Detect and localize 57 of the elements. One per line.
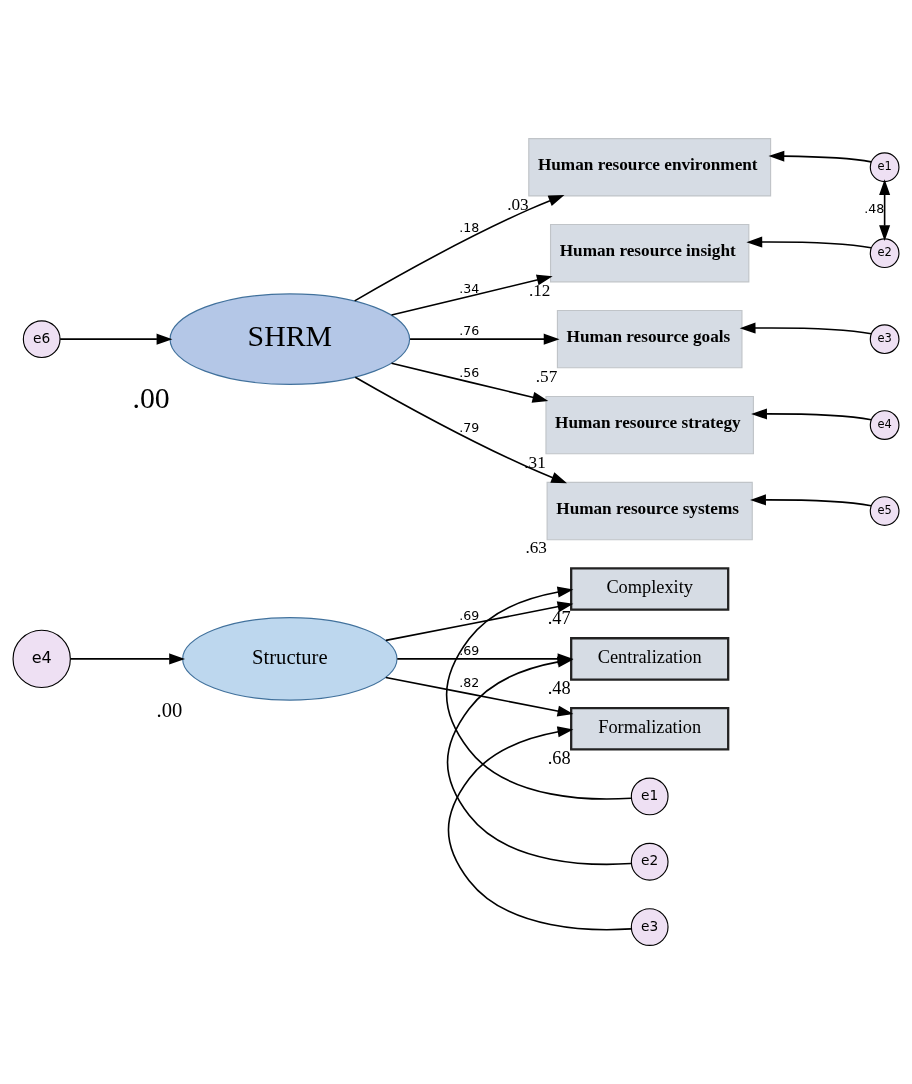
node-circle: e2	[630, 842, 669, 881]
node-label: .00	[132, 381, 170, 415]
arrow	[69, 653, 185, 665]
edge-label: .82	[459, 675, 480, 691]
node-label: .03	[507, 194, 529, 214]
edge-label: .79	[459, 419, 480, 435]
arrow	[768, 150, 872, 163]
arrow	[409, 333, 560, 345]
node-box: Centralization	[570, 637, 730, 681]
node-circle: e4	[12, 629, 71, 689]
node-circle: e3	[869, 324, 900, 355]
arrow	[445, 586, 632, 800]
node-label: .47	[547, 608, 571, 629]
node-box: Human resource environment	[528, 138, 772, 197]
node-circle: e1	[630, 777, 669, 816]
edge-label: .34	[459, 281, 480, 297]
edge-label: .18	[459, 220, 480, 236]
node-label: .57	[535, 366, 558, 386]
arrow	[354, 376, 568, 484]
arrow	[751, 408, 873, 421]
node-box: Complexity	[570, 567, 730, 611]
edge-label: .69	[459, 607, 480, 623]
node-ellipse: Structure	[182, 617, 398, 701]
node-circle: e6	[22, 320, 61, 359]
arrow	[739, 322, 873, 335]
node-label: .12	[528, 280, 551, 300]
node-circle: e4	[869, 410, 900, 440]
node-label: .31	[524, 452, 546, 472]
edge-label: .48	[864, 201, 885, 217]
arrow	[353, 195, 565, 302]
node-box: Human resource strategy	[545, 395, 754, 455]
node-circle: e5	[869, 496, 900, 526]
edge-label: .76	[459, 323, 480, 339]
arrow	[59, 333, 173, 345]
arrow	[447, 726, 632, 931]
node-box: Human resource systems	[546, 481, 753, 541]
arrow	[390, 274, 553, 316]
node-circle: e1	[869, 152, 900, 183]
node-box: Human resource goals	[556, 309, 743, 369]
node-box: Formalization	[570, 707, 730, 751]
arrow	[385, 601, 574, 642]
node-label: .48	[547, 678, 571, 699]
arrow	[879, 179, 891, 242]
node-ellipse: SHRM	[169, 293, 411, 385]
node-box: Human resource insight	[549, 223, 750, 283]
arrow	[385, 676, 574, 717]
node-circle: e3	[630, 908, 669, 946]
edge-label: .69	[459, 643, 480, 659]
node-circle: e2	[869, 238, 900, 269]
arrow	[750, 494, 872, 507]
edge-label: .56	[459, 364, 480, 380]
node-label: .00	[156, 698, 183, 721]
node-label: .68	[547, 748, 571, 769]
arrow	[446, 656, 632, 866]
arrow	[390, 362, 549, 403]
arrow	[746, 236, 872, 249]
node-label: .63	[525, 538, 547, 558]
